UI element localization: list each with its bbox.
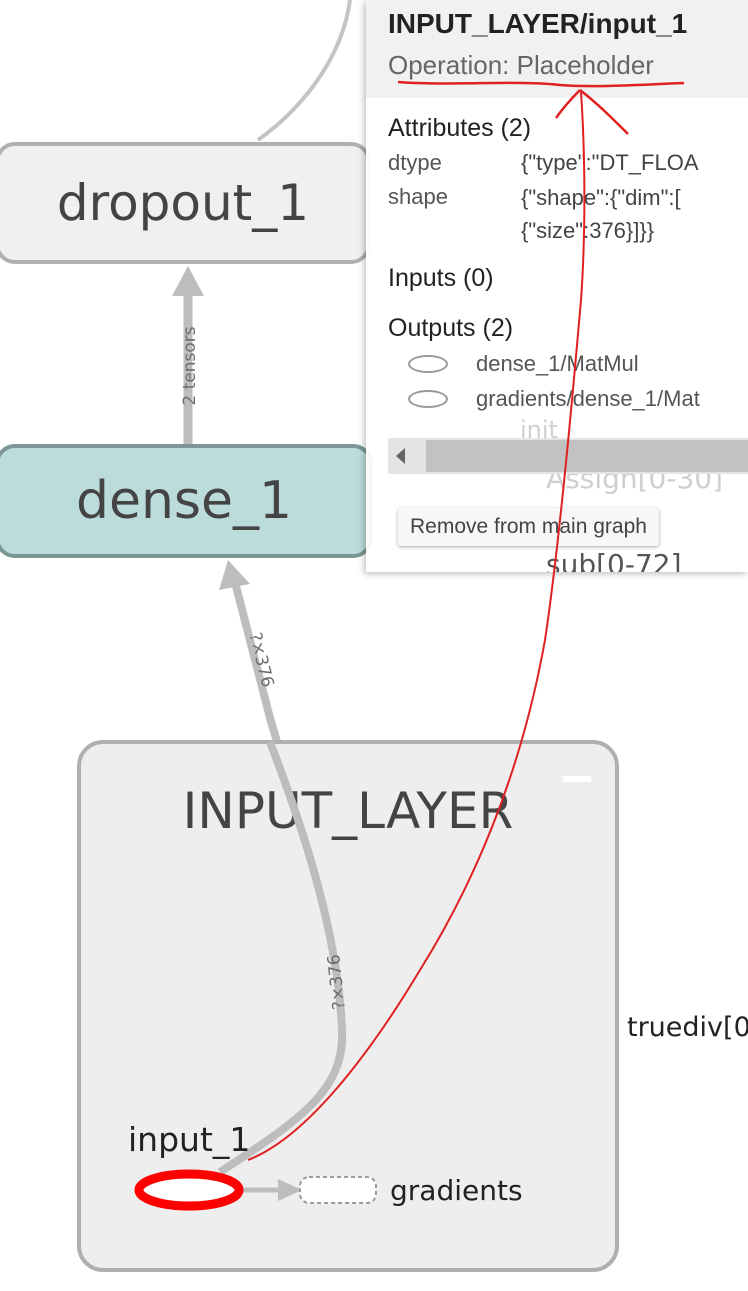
- outputs-header: Outputs (2): [388, 314, 514, 342]
- remove-from-main-graph-button[interactable]: Remove from main graph: [398, 508, 659, 546]
- attr-value-dtype: {"type":"DT_FLOA: [521, 150, 699, 175]
- horizontal-scrollbar[interactable]: [388, 438, 748, 474]
- output-label: gradients/dense_1/Mat: [476, 386, 700, 411]
- edge-dense-to-dropout-arrowhead: [172, 266, 204, 296]
- op-node-ellipse-icon: [408, 355, 448, 373]
- node-dense-1[interactable]: dense_1: [0, 444, 373, 558]
- info-card-header: INPUT_LAYER/input_1 Operation: Placehold…: [366, 0, 748, 98]
- output-label: dense_1/MatMul: [476, 351, 639, 376]
- node-gradients-label: gradients: [390, 1174, 523, 1207]
- attr-key-dtype: dtype: [388, 150, 442, 175]
- faded-node-sub: sub[0-72]: [546, 548, 682, 572]
- inputs-header: Inputs (0): [388, 264, 494, 292]
- node-truediv-label: truediv[0: [627, 1012, 748, 1043]
- attr-value-shape-line-1: {"shape":{"dim":[: [521, 185, 681, 210]
- group-title: INPUT_LAYER: [182, 782, 514, 840]
- edge-input-to-dense-arrowhead: [219, 560, 250, 590]
- output-item[interactable]: dense_1/MatMul: [408, 349, 639, 379]
- attr-value-shape-line-2: {"size":376}]}}: [521, 218, 655, 243]
- node-info-card[interactable]: INPUT_LAYER/input_1 Operation: Placehold…: [366, 0, 748, 572]
- info-card-title: INPUT_LAYER/input_1: [388, 8, 688, 39]
- node-input-1-label: input_1: [128, 1120, 251, 1159]
- edge-dropout-from-above: [256, 0, 352, 142]
- attr-key-shape: shape: [388, 184, 448, 209]
- node-dropout-1[interactable]: dropout_1: [0, 142, 371, 264]
- scrollbar-thumb[interactable]: [426, 440, 748, 472]
- attributes-header: Attributes (2): [388, 114, 532, 142]
- edge-label-dense-to-dropout: 2 tensors: [180, 326, 200, 406]
- info-card-operation: Operation: Placeholder: [388, 50, 654, 80]
- output-item[interactable]: gradients/dense_1/Mat: [408, 384, 700, 414]
- scroll-left-arrow-icon[interactable]: [396, 448, 405, 464]
- op-node-ellipse-icon: [408, 390, 448, 408]
- collapse-group-button[interactable]: [563, 776, 591, 782]
